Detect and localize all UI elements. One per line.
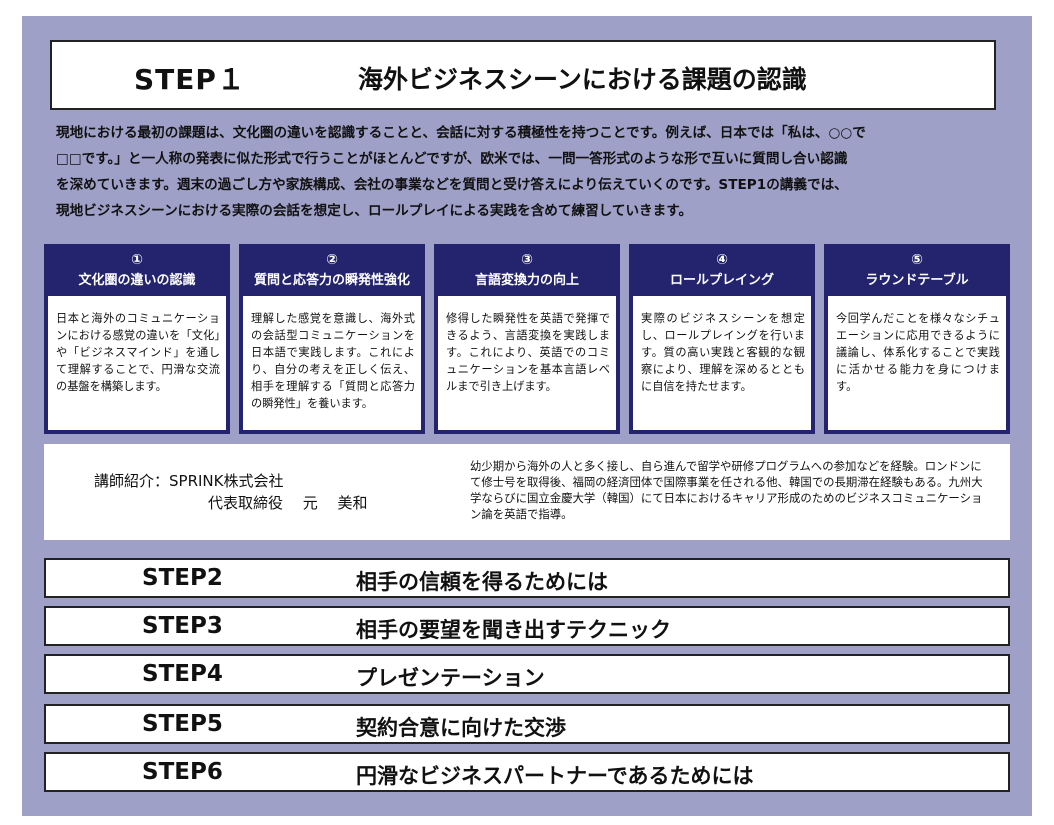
step-label: STEP5 xyxy=(142,711,223,737)
step6-row: STEP6 円滑なビジネスパートナーであるためには xyxy=(44,752,1010,792)
card-title: 文化圏の違いの認識 xyxy=(78,273,196,288)
card-1: ① 文化圏の違いの認識 日本と海外のコミュニケーションにおける感覚の違いを「文化… xyxy=(44,244,230,434)
card-body: 今回学んだことを様々なシチュエーションに応用できるように議論し、体系化することで… xyxy=(828,296,1006,430)
card-header: ④ ロールプレイング xyxy=(629,244,815,294)
card-title: ラウンドテーブル xyxy=(865,273,969,288)
instructor-name: 代表取締役 元 美和 xyxy=(208,494,368,512)
instructor-label: 講師紹介：SPRINK株式会社 xyxy=(94,472,284,490)
card-body: 実際のビジネスシーンを想定し、ロールプレイングを行います。質の高い実践と客観的な… xyxy=(633,296,811,430)
step-label: STEP2 xyxy=(142,565,223,591)
card-number: ③ xyxy=(521,252,533,268)
card-2: ② 質問と応答力の瞬発性強化 理解した感覚を意識し、海外式の会話型コミュニケーシ… xyxy=(239,244,425,434)
card-body: 理解した感覚を意識し、海外式の会話型コミュニケーションを日本語で実践します。これ… xyxy=(243,296,421,430)
step-label: STEP4 xyxy=(142,661,223,687)
step-title: 契約合意に向けた交渉 xyxy=(356,716,566,740)
step-title: 相手の信頼を得るためには xyxy=(356,570,608,594)
card-4: ④ ロールプレイング 実際のビジネスシーンを想定し、ロールプレイングを行います。… xyxy=(629,244,815,434)
card-title: ロールプレイング xyxy=(669,273,774,288)
step1-title: 海外ビジネスシーンにおける課題の認識 xyxy=(358,65,807,94)
card-header: ② 質問と応答力の瞬発性強化 xyxy=(239,244,425,294)
step1-header: STEP１ 海外ビジネスシーンにおける課題の認識 xyxy=(50,40,996,110)
course-panel: STEP１ 海外ビジネスシーンにおける課題の認識 現地における最初の課題は、文化… xyxy=(22,16,1032,816)
instructor-bio: 幼少期から海外の人と多く接し、自ら進んで留学や研修プログラムへの参加などを経験。… xyxy=(470,459,983,521)
card-header: ③ 言語変換力の向上 xyxy=(434,244,620,294)
step3-row: STEP3 相手の要望を聞き出すテクニック xyxy=(44,606,1010,646)
card-3: ③ 言語変換力の向上 修得した瞬発性を英語で発揮できるよう、言語変換を実践します… xyxy=(434,244,620,434)
step-title: 相手の要望を聞き出すテクニック xyxy=(356,618,671,642)
step-title: プレゼンテーション xyxy=(356,666,545,690)
card-number: ① xyxy=(131,252,143,268)
step4-row: STEP4 プレゼンテーション xyxy=(44,654,1010,694)
step1-label: STEP１ xyxy=(134,63,246,96)
step-label: STEP3 xyxy=(142,613,223,639)
card-body: 日本と海外のコミュニケーションにおける感覚の違いを「文化」や「ビジネスマインド」… xyxy=(48,296,226,430)
card-number: ② xyxy=(326,252,338,268)
instructor-box: 講師紹介：SPRINK株式会社 代表取締役 元 美和 幼少期から海外の人と多く接… xyxy=(44,444,1010,540)
step2-row: STEP2 相手の信頼を得るためには xyxy=(44,558,1010,598)
card-number: ④ xyxy=(716,252,728,268)
card-title: 質問と応答力の瞬発性強化 xyxy=(253,273,410,288)
step-title: 円滑なビジネスパートナーであるためには xyxy=(356,764,754,788)
step-label: STEP6 xyxy=(142,759,223,785)
step5-row: STEP5 契約合意に向けた交渉 xyxy=(44,704,1010,744)
step1-intro-text: 現地における最初の課題は、文化圏の違いを認識することと、会話に対する積極性を持つ… xyxy=(56,125,866,219)
card-body: 修得した瞬発性を英語で発揮できるよう、言語変換を実践します。これにより、英語での… xyxy=(438,296,616,430)
card-number: ⑤ xyxy=(911,252,923,268)
card-5: ⑤ ラウンドテーブル 今回学んだことを様々なシチュエーションに応用できるように議… xyxy=(824,244,1010,434)
card-header: ⑤ ラウンドテーブル xyxy=(824,244,1010,294)
step1-cards: ① 文化圏の違いの認識 日本と海外のコミュニケーションにおける感覚の違いを「文化… xyxy=(44,244,1010,434)
card-title: 言語変換力の向上 xyxy=(474,273,579,288)
card-header: ① 文化圏の違いの認識 xyxy=(44,244,230,294)
